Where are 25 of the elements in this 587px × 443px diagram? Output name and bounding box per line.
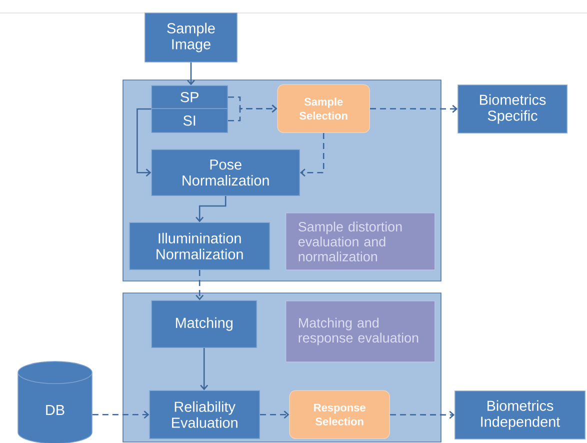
- process-box: SP: [151, 85, 228, 109]
- selection-box: Response Selection: [289, 390, 390, 439]
- arrow: [390, 410, 455, 419]
- process-box: Illuminination Normalization: [129, 222, 270, 270]
- arrow: [196, 270, 204, 300]
- database-cylinder: DB: [18, 361, 92, 443]
- arrow: [228, 104, 278, 122]
- process-box: Biometrics Independent: [454, 390, 586, 440]
- arrow: [200, 348, 208, 390]
- arrow: [260, 410, 290, 419]
- process-box: SI: [151, 108, 228, 133]
- process-box: Reliability Evaluation: [149, 390, 260, 439]
- note-box: Matching and response evaluation: [286, 300, 436, 362]
- process-box: Matching: [151, 300, 257, 348]
- arrow: [187, 62, 195, 86]
- selection-box: Sample Selection: [277, 84, 370, 133]
- arrow: [136, 108, 152, 177]
- arrow: [196, 196, 226, 222]
- note-box: Sample distortion evaluation and normalization: [286, 212, 436, 270]
- arrow: [300, 133, 324, 177]
- arrow: [92, 410, 150, 419]
- process-box: Biometrics Specific: [458, 84, 568, 134]
- process-box: Pose Normalization: [151, 149, 300, 196]
- arrow: [370, 104, 458, 113]
- process-box: Sample Image: [144, 12, 238, 62]
